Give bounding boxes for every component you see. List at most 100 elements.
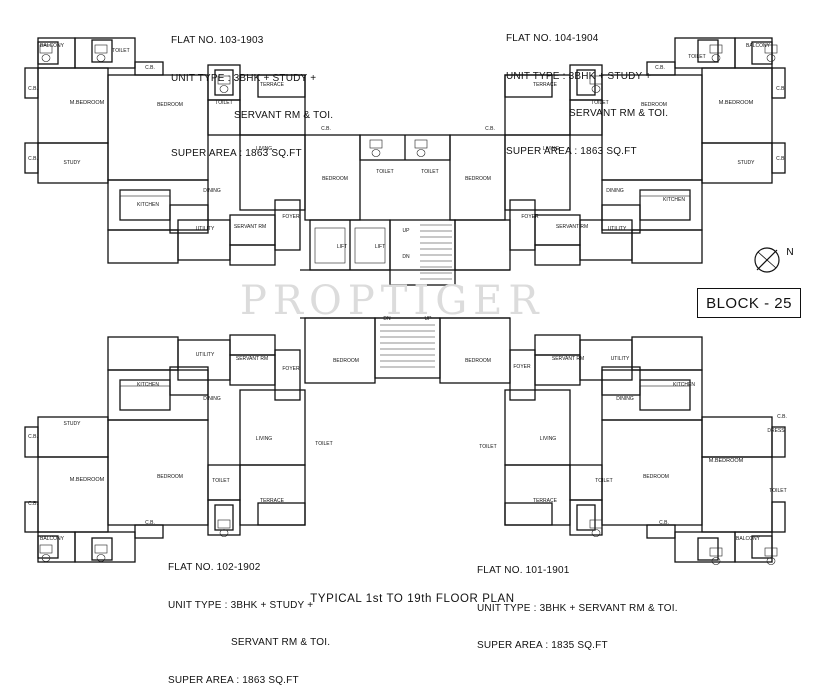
- room-label-servant-rm: SERVANT RM: [552, 356, 584, 362]
- floor-plan-title: TYPICAL 1st TO 19th FLOOR PLAN: [310, 593, 515, 605]
- wall-segment: [709, 547, 723, 557]
- room-label-dining: DINING: [606, 188, 624, 194]
- flat-number: FLAT NO. 101-1901: [477, 565, 570, 576]
- wall-segment: [314, 227, 346, 264]
- flat-102-header: FLAT NO. 102-1902 UNIT TYPE : 3BHK + STU…: [168, 537, 330, 700]
- wall-segment: [229, 334, 276, 356]
- wall-segment: [257, 74, 306, 98]
- wall-segment: [576, 504, 596, 531]
- wall-segment: [39, 44, 53, 54]
- wall-segment: [709, 44, 723, 54]
- room-label-dining: DINING: [203, 396, 221, 402]
- wall-segment: [646, 524, 676, 539]
- room-label-living: LIVING: [256, 436, 273, 442]
- wall-segment: [631, 229, 703, 264]
- room-label-up: UP: [403, 228, 411, 234]
- room-label-servant-rm: SERVANT RM: [236, 356, 268, 362]
- wall-segment: [674, 531, 736, 563]
- room-label-foyer: FOYER: [282, 366, 300, 372]
- wall-segment: [576, 69, 596, 96]
- north-arrow: N: [754, 247, 794, 273]
- fixtures: [39, 44, 778, 565]
- room-label-cb: C.B.: [659, 520, 669, 526]
- super-area: SUPER AREA : 1863 SQ.FT: [168, 674, 299, 686]
- wall-segment: [274, 199, 301, 251]
- room-label-toilet: TOILET: [215, 100, 232, 106]
- room-label-kitchen: KITCHEN: [137, 202, 159, 208]
- room-label-mbedroom: M.BEDROOM: [70, 100, 105, 106]
- room-label-toilet: TOILET: [112, 48, 129, 54]
- room-label-bedroom: BEDROOM: [643, 474, 669, 480]
- room-label-cb: C.B.: [485, 126, 495, 132]
- wc-fixture: [416, 149, 426, 157]
- wall-segment: [631, 336, 703, 371]
- room-label-terrace: TERRACE: [533, 82, 558, 88]
- room-label-cb: C.B.: [776, 86, 786, 92]
- wall-segment: [504, 464, 571, 526]
- wall-segment: [764, 547, 778, 557]
- room-label-servant-rm: SERVANT RM: [556, 224, 588, 230]
- room-label-cb: C.B.: [28, 86, 38, 92]
- room-label-study: STUDY: [738, 160, 756, 166]
- wall-segment: [37, 456, 109, 533]
- unit-type: UNIT TYPE : 3BHK + STUDY +: [168, 599, 314, 611]
- super-area: SUPER AREA : 1863 SQ.FT: [171, 147, 302, 159]
- unit-type: UNIT TYPE : 3BHK + STUDY +: [506, 70, 652, 82]
- unit-type: UNIT TYPE : 3BHK + STUDY +: [171, 72, 317, 84]
- room-label-bedroom: BEDROOM: [465, 358, 491, 364]
- kitchen-counter: [639, 379, 691, 387]
- room-label-utility: UTILITY: [611, 356, 630, 362]
- wall-segment: [534, 334, 581, 356]
- room-label-mbedroom: M.BEDROOM: [719, 100, 754, 106]
- flat-number: FLAT NO. 104-1904: [506, 33, 599, 44]
- north-label: N: [786, 247, 793, 258]
- room-label-living: LIVING: [543, 146, 560, 152]
- room-label-dress: DRESS: [767, 428, 785, 434]
- wall-segment: [257, 502, 306, 526]
- wall-segment: [239, 389, 306, 466]
- room-label-kitchen: KITCHEN: [663, 197, 685, 203]
- room-label-cb: C.B.: [28, 434, 38, 440]
- wc-fixture: [766, 54, 776, 62]
- wall-segment: [239, 464, 306, 526]
- wall-segment: [37, 41, 59, 65]
- watermark: PROPTIGER: [240, 278, 545, 324]
- room-label-servant-rm: SERVANT RM: [234, 224, 266, 230]
- wall-segment: [134, 61, 164, 76]
- wc-fixture: [96, 54, 106, 62]
- room-label-kitchen: KITCHEN: [673, 382, 695, 388]
- room-label-bedroom: BEDROOM: [157, 102, 183, 108]
- room-label-cb: C.B.: [145, 65, 155, 71]
- room-label-bedroom: BEDROOM: [157, 474, 183, 480]
- wc-fixture: [219, 529, 229, 537]
- room-label-mbedroom: M.BEDROOM: [70, 477, 105, 483]
- wall-segment: [354, 227, 386, 264]
- wall-segment: [37, 535, 59, 559]
- wall-segment: [504, 502, 553, 526]
- wall-segment: [369, 139, 383, 149]
- room-label-toilet: TOILET: [595, 478, 612, 484]
- room-label-cb: C.B.: [145, 520, 155, 526]
- wall-segment: [589, 75, 603, 85]
- room-label-cb: C.B.: [655, 65, 665, 71]
- unit-type: UNIT TYPE : 3BHK + SERVANT RM & TOI.: [477, 602, 678, 614]
- wall-segment: [214, 504, 234, 531]
- wc-fixture: [41, 54, 51, 62]
- room-label-living: LIVING: [256, 146, 273, 152]
- room-label-toilet: TOILET: [769, 488, 786, 494]
- wall-segment: [107, 419, 209, 526]
- room-label-study: STUDY: [64, 421, 82, 427]
- core-shaft: [454, 219, 511, 271]
- wall-segment: [639, 189, 691, 221]
- wc-fixture: [766, 557, 776, 565]
- wall-segment: [91, 39, 113, 63]
- wall-segment: [751, 535, 773, 559]
- wall-segment: [601, 366, 641, 396]
- wc-fixture: [711, 557, 721, 565]
- kitchen-counter: [119, 189, 171, 197]
- room-label-cb: C.B.: [777, 414, 787, 420]
- wc-fixture: [711, 54, 721, 62]
- room-label-lift: LIFT: [337, 244, 347, 250]
